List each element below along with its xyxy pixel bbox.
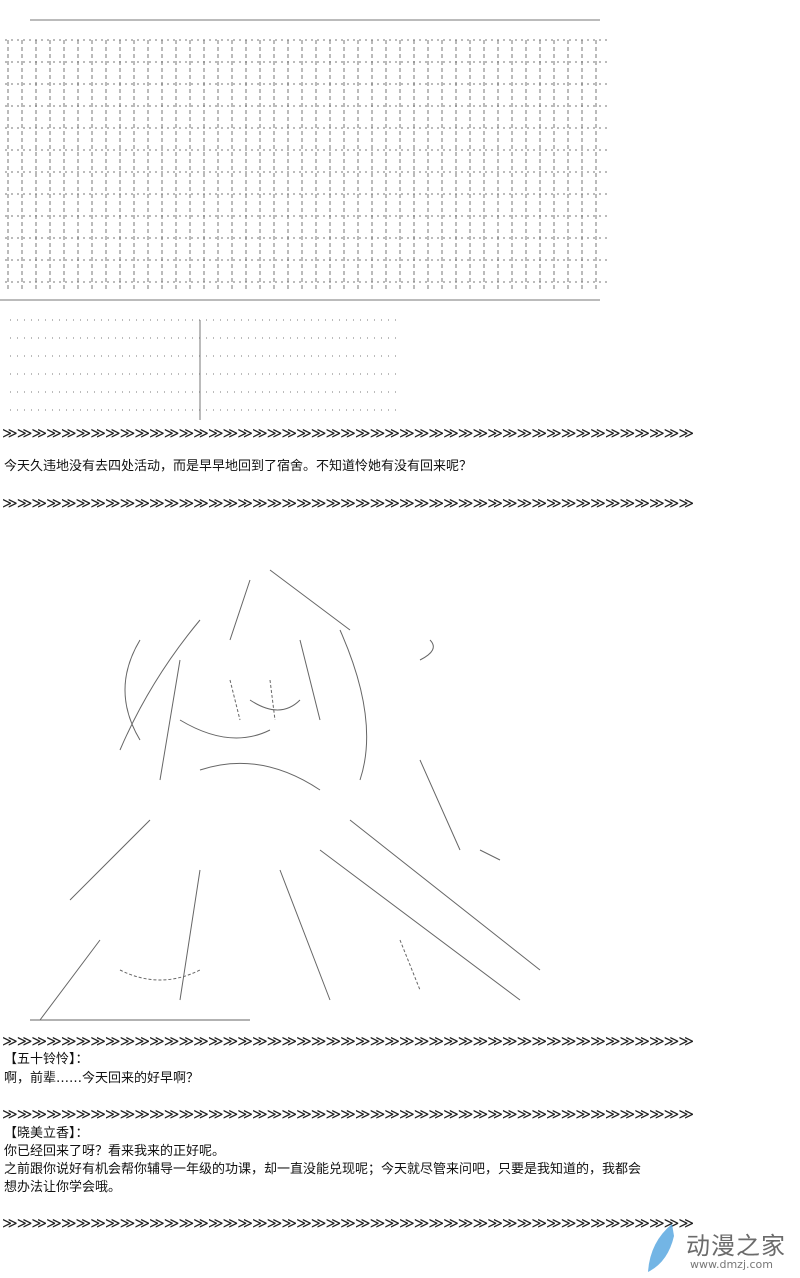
ascii-art-character-figure [30,569,541,1021]
narration-text: 今天久违地没有去四处活动，而是早早地回到了宿舍。不知道怜她有没有回来呢？ [4,459,473,474]
watermark-url: www.dmzj.com [690,1258,773,1271]
dialogue-line: 想办法让你学会哦。 [4,1180,122,1195]
dialogue-line: 啊，前辈……今天回来的好早啊？ [4,1071,200,1086]
watermark-brand: 动漫之家 [686,1232,786,1260]
separator: ≫≫≫≫≫≫≫≫≫≫≫≫≫≫≫≫≫≫≫≫≫≫≫≫≫≫≫≫≫≫≫≫≫≫≫≫≫≫≫≫… [2,1032,694,1050]
dialogue-line: 之前跟你说好有机会帮你辅导一年级的功课，却一直没能兑现呢；今天就尽管来问吧，只要… [4,1162,642,1177]
feather-icon [648,1224,674,1272]
speaker-name: 【晓美立香】： [4,1126,89,1141]
ascii-art-dormitory-building [0,19,610,420]
separator: ≫≫≫≫≫≫≫≫≫≫≫≫≫≫≫≫≫≫≫≫≫≫≫≫≫≫≫≫≫≫≫≫≫≫≫≫≫≫≫≫… [2,1105,694,1123]
separator: ≫≫≫≫≫≫≫≫≫≫≫≫≫≫≫≫≫≫≫≫≫≫≫≫≫≫≫≫≫≫≫≫≫≫≫≫≫≫≫≫… [2,494,694,512]
dialogue-line: 你已经回来了呀？看来我来的正好呢。 [4,1144,226,1159]
speaker-name: 【五十铃怜】： [4,1052,89,1067]
separator: ≫≫≫≫≫≫≫≫≫≫≫≫≫≫≫≫≫≫≫≫≫≫≫≫≫≫≫≫≫≫≫≫≫≫≫≫≫≫≫≫… [2,1214,694,1232]
watermark-logo: 动漫之家 www.dmzj.com [642,1222,792,1278]
separator: ≫≫≫≫≫≫≫≫≫≫≫≫≫≫≫≫≫≫≫≫≫≫≫≫≫≫≫≫≫≫≫≫≫≫≫≫≫≫≫≫… [2,424,694,442]
